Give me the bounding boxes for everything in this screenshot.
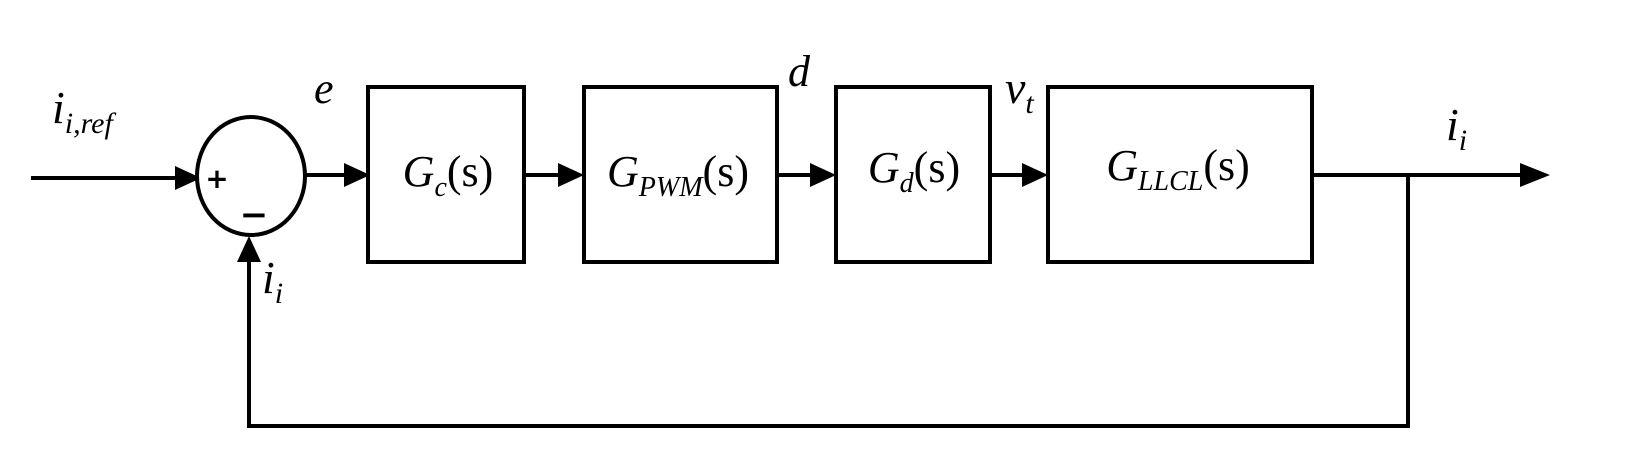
reference-label: ii,ref <box>52 82 116 140</box>
voltage-label: vt <box>1005 62 1034 120</box>
delay-label: Gd(s) <box>868 143 960 199</box>
pwm-block <box>582 85 779 264</box>
error-arrowhead <box>344 163 370 187</box>
controller-output-arrowhead <box>558 163 584 187</box>
feedback-path <box>247 175 1410 428</box>
duty-arrowhead <box>810 163 836 187</box>
reference-arrowhead <box>175 166 201 190</box>
plus-sign: + <box>205 162 228 195</box>
output-arrowhead <box>1520 163 1550 187</box>
error-label: e <box>314 64 334 113</box>
plant-label: GLLCL(s) <box>1106 141 1250 197</box>
minus-sign: − <box>240 195 269 235</box>
output-label: ii <box>1446 99 1467 157</box>
controller-block <box>366 85 526 264</box>
controller-label: Gc(s) <box>403 147 494 203</box>
pwm-label: GPWM(s) <box>607 147 749 203</box>
plant-block <box>1046 85 1314 264</box>
feedback-label: ii <box>262 252 283 310</box>
feedback-arrowhead <box>237 236 261 262</box>
duty-label: d <box>788 47 811 96</box>
voltage-arrowhead <box>1022 163 1048 187</box>
